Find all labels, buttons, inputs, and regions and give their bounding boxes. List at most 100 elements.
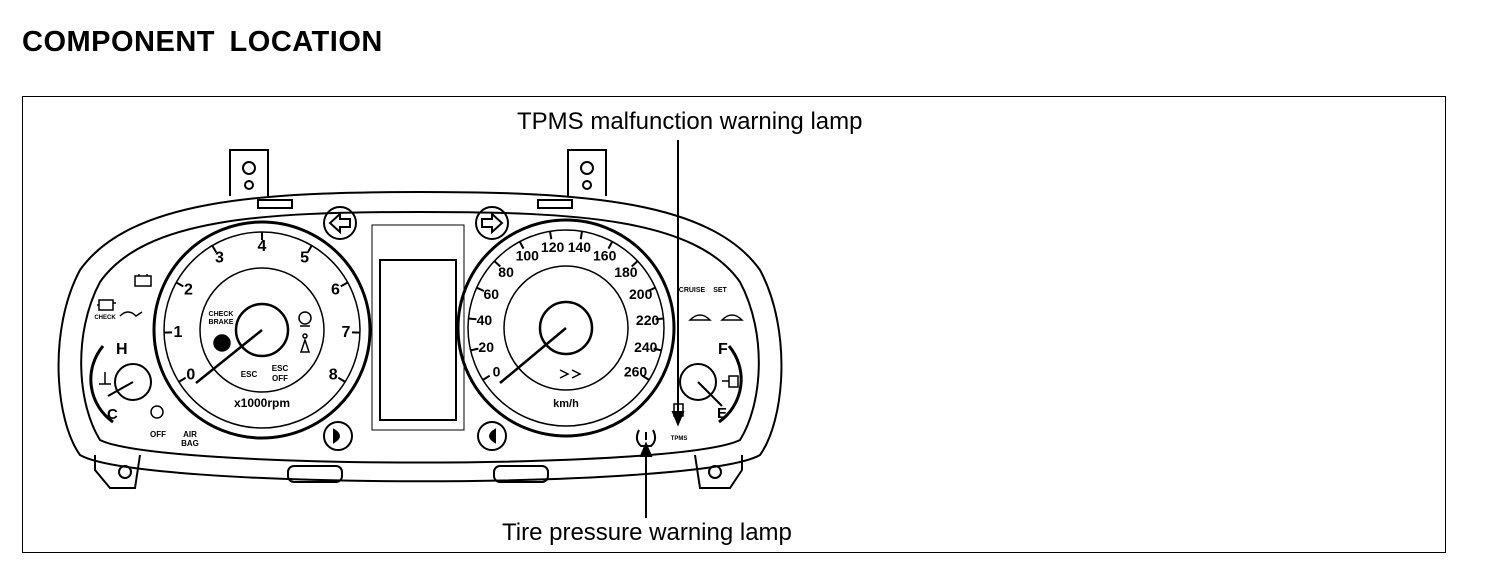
tachometer-tick [178, 376, 187, 383]
cruise-label: CRUISE [679, 287, 706, 294]
speedometer-numeral: 60 [484, 286, 500, 302]
speedometer-numeral: 100 [516, 248, 540, 264]
bottom-slot-left [287, 465, 343, 483]
speedometer-numeral: 240 [634, 339, 658, 355]
speedometer [456, 218, 676, 438]
diagram-frame [22, 96, 1446, 553]
speedometer-tick [476, 286, 485, 292]
rear-fog-lamp-icon [477, 421, 507, 451]
left-turn-signal-icon [323, 206, 357, 240]
mount-tab-bottom-left [94, 454, 141, 489]
abs-icon [213, 334, 231, 352]
tachometer-numeral: 8 [329, 367, 338, 384]
speedometer-tick [470, 347, 479, 352]
tachometer-tick [211, 245, 218, 254]
speedometer-numeral: 40 [477, 312, 493, 328]
speedometer-tick [549, 231, 553, 240]
check-label: CHECK [94, 315, 116, 321]
tachometer-numeral: 1 [174, 324, 183, 341]
tachometer-numeral: 5 [300, 250, 309, 267]
speedometer-tick [493, 260, 501, 268]
speedometer-numeral: 20 [478, 339, 494, 355]
check-brake-label-1: CHECK [209, 311, 234, 318]
seatbelt-icon [299, 333, 311, 353]
tachometer-tick [340, 281, 349, 288]
speedometer-tick [653, 347, 662, 352]
fuel-empty-label: E [717, 405, 727, 422]
tachometer-numeral: 7 [342, 324, 351, 341]
temp-hot-label: H [116, 341, 128, 358]
esc-off-label-2: OFF [272, 374, 288, 383]
tire-pressure-callout-label: Tire pressure warning lamp [502, 519, 792, 546]
esc-off-label-1: ESC [272, 364, 289, 373]
speedometer-numeral: 260 [624, 364, 648, 380]
engine-check-icon [97, 299, 116, 311]
tachometer-tick [306, 245, 313, 254]
fuel-pump-icon [722, 375, 739, 388]
tire-pressure-leader [639, 441, 653, 518]
speedometer-numeral: 140 [568, 239, 592, 255]
speedometer-tick [607, 241, 614, 250]
speedometer-numeral: 160 [593, 248, 617, 264]
speedometer-needle [499, 327, 567, 384]
airbag-label-1: AIR [183, 430, 197, 439]
page-title: COMPONENT LOCATION [22, 26, 383, 58]
fuel-full-label: F [718, 341, 728, 358]
speedometer-unit: km/h [553, 398, 579, 410]
tachometer-hub [234, 302, 290, 358]
speedometer-numeral: 0 [493, 364, 501, 380]
mount-tab-left [229, 149, 269, 196]
speedometer-numeral: 80 [498, 264, 514, 280]
tpms-malfunction-callout-label: TPMS malfunction warning lamp [517, 108, 863, 135]
tachometer-numeral: 2 [184, 281, 193, 298]
cluster-housing-inner [80, 210, 760, 464]
speedometer-numeral: 180 [614, 264, 638, 280]
right-turn-signal-icon [475, 206, 509, 240]
speedometer-numeral: 120 [541, 239, 565, 255]
speedometer-tick [631, 260, 639, 268]
airbag-seat-icon [298, 311, 312, 327]
mount-tab-bottom-right [694, 454, 743, 489]
tachometer-unit: x1000rpm [234, 396, 290, 410]
tachometer-numeral: 0 [186, 367, 195, 384]
off-label: OFF [150, 430, 166, 439]
speedometer-numeral: 200 [629, 286, 653, 302]
speedometer-tick [518, 241, 525, 250]
tachometer [152, 220, 372, 440]
fuel-gauge [679, 345, 743, 424]
set-label: SET [713, 287, 727, 294]
battery-icon [134, 274, 152, 287]
tachometer-tick [175, 281, 184, 288]
coolant-temp-icon [99, 372, 111, 385]
speedometer-tick [468, 317, 477, 321]
bottom-slot-right [493, 465, 549, 483]
speedometer-tick [482, 374, 491, 381]
cluster-housing-outer [57, 190, 783, 483]
speedometer-tick [647, 286, 656, 292]
temperature-gauge [89, 345, 152, 424]
cruise-car-icon [688, 314, 744, 321]
airbag-label-2: BAG [181, 439, 199, 448]
tpms-malfunction-leader [671, 140, 685, 427]
tachometer-numeral: 6 [331, 281, 340, 298]
mount-tab-right [567, 149, 607, 196]
center-lcd-display [379, 259, 457, 421]
tachometer-tick [337, 376, 346, 383]
tachometer-numeral: 3 [215, 250, 224, 267]
high-beam-icon [559, 369, 582, 379]
front-fog-lamp-icon [323, 421, 353, 451]
speedometer-tick [655, 317, 664, 321]
parking-brake-icon [150, 405, 164, 419]
tpms-label: TPMS [671, 436, 688, 442]
tachometer-numeral: 4 [258, 238, 267, 255]
tachometer-needle [195, 329, 263, 384]
temp-cold-label: C [107, 406, 118, 423]
check-brake-label-2: BRAKE [209, 319, 234, 326]
speedometer-numeral: 220 [636, 312, 660, 328]
speedometer-hub [538, 300, 594, 356]
speedometer-tick [641, 374, 650, 381]
esc-label: ESC [241, 370, 258, 379]
speedometer-tick [579, 231, 583, 240]
oil-pressure-icon [119, 311, 143, 317]
